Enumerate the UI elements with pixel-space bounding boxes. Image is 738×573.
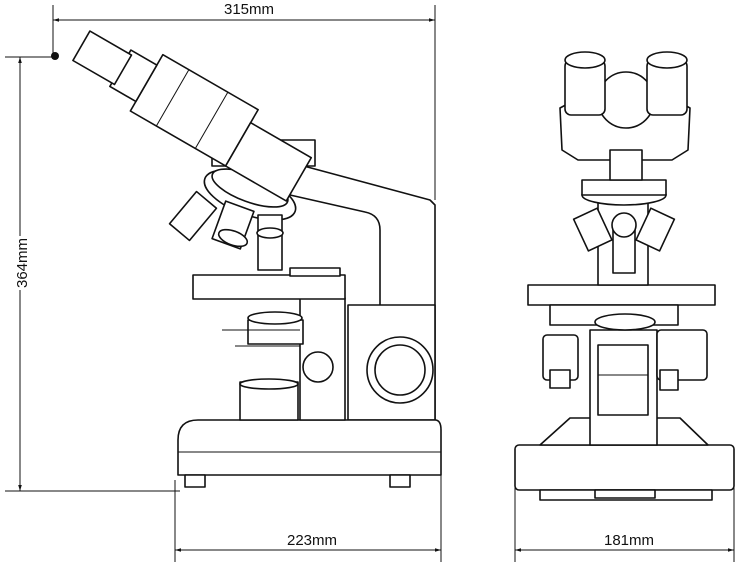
dimension-lines [5, 5, 735, 562]
depth-dimension-label: 223mm [285, 532, 340, 549]
front-view-microscope [514, 51, 735, 501]
height-dimension-label: 364mm [14, 235, 32, 291]
side-view-microscope [72, 30, 442, 488]
front-width-dimension-label: 181mm [602, 532, 657, 549]
width-dimension-label: 315mm [222, 1, 277, 18]
